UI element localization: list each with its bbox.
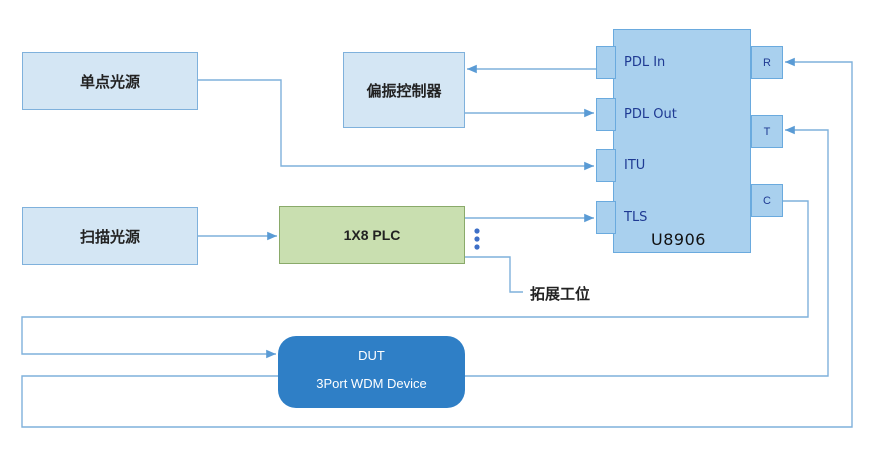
dut-title: DUT (358, 348, 385, 363)
port-t: T (751, 115, 783, 148)
sweep-source-label: 扫描光源 (79, 228, 140, 246)
line-single-source-to-itu (198, 79, 594, 171)
port-pdl-out (596, 98, 616, 131)
plc-splitter: 1X8 PLC (279, 206, 465, 264)
polarization-controller-label: 偏振控制器 (366, 82, 442, 100)
line-c-to-dut (21, 200, 809, 359)
dut-subtitle: 3Port WDM Device (316, 376, 427, 391)
single-point-source: 单点光源 (22, 52, 198, 110)
line-loop-to-r (21, 57, 853, 428)
polarization-controller: 偏振控制器 (343, 52, 465, 128)
expansion-dot (474, 236, 480, 242)
plc-label: 1X8 PLC (343, 227, 401, 243)
port-c: C (751, 184, 783, 217)
single-point-source-label: 单点光源 (79, 73, 140, 91)
dut-device: DUT 3Port WDM Device (278, 336, 465, 408)
port-r-label: R (763, 56, 771, 69)
expansion-dot (474, 244, 480, 250)
u8906-label: U8906 (651, 230, 706, 249)
port-t-label: T (763, 125, 771, 138)
port-pdl-in (596, 46, 616, 79)
expansion-dot (474, 228, 480, 234)
port-pdl-out-label: PDL Out (624, 107, 677, 122)
line-dut-to-t (465, 125, 829, 377)
u8906-instrument (613, 29, 751, 253)
port-pdl-in-label: PDL In (624, 55, 666, 70)
port-r: R (751, 46, 783, 79)
port-tls (596, 201, 616, 234)
port-itu-label: ITU (624, 158, 646, 173)
port-tls-label: TLS (624, 210, 648, 225)
port-itu (596, 149, 616, 182)
sweep-source: 扫描光源 (22, 207, 198, 265)
port-c-label: C (763, 194, 771, 207)
line-plc-to-expansion (465, 256, 523, 293)
expansion-label: 拓展工位 (530, 286, 591, 303)
